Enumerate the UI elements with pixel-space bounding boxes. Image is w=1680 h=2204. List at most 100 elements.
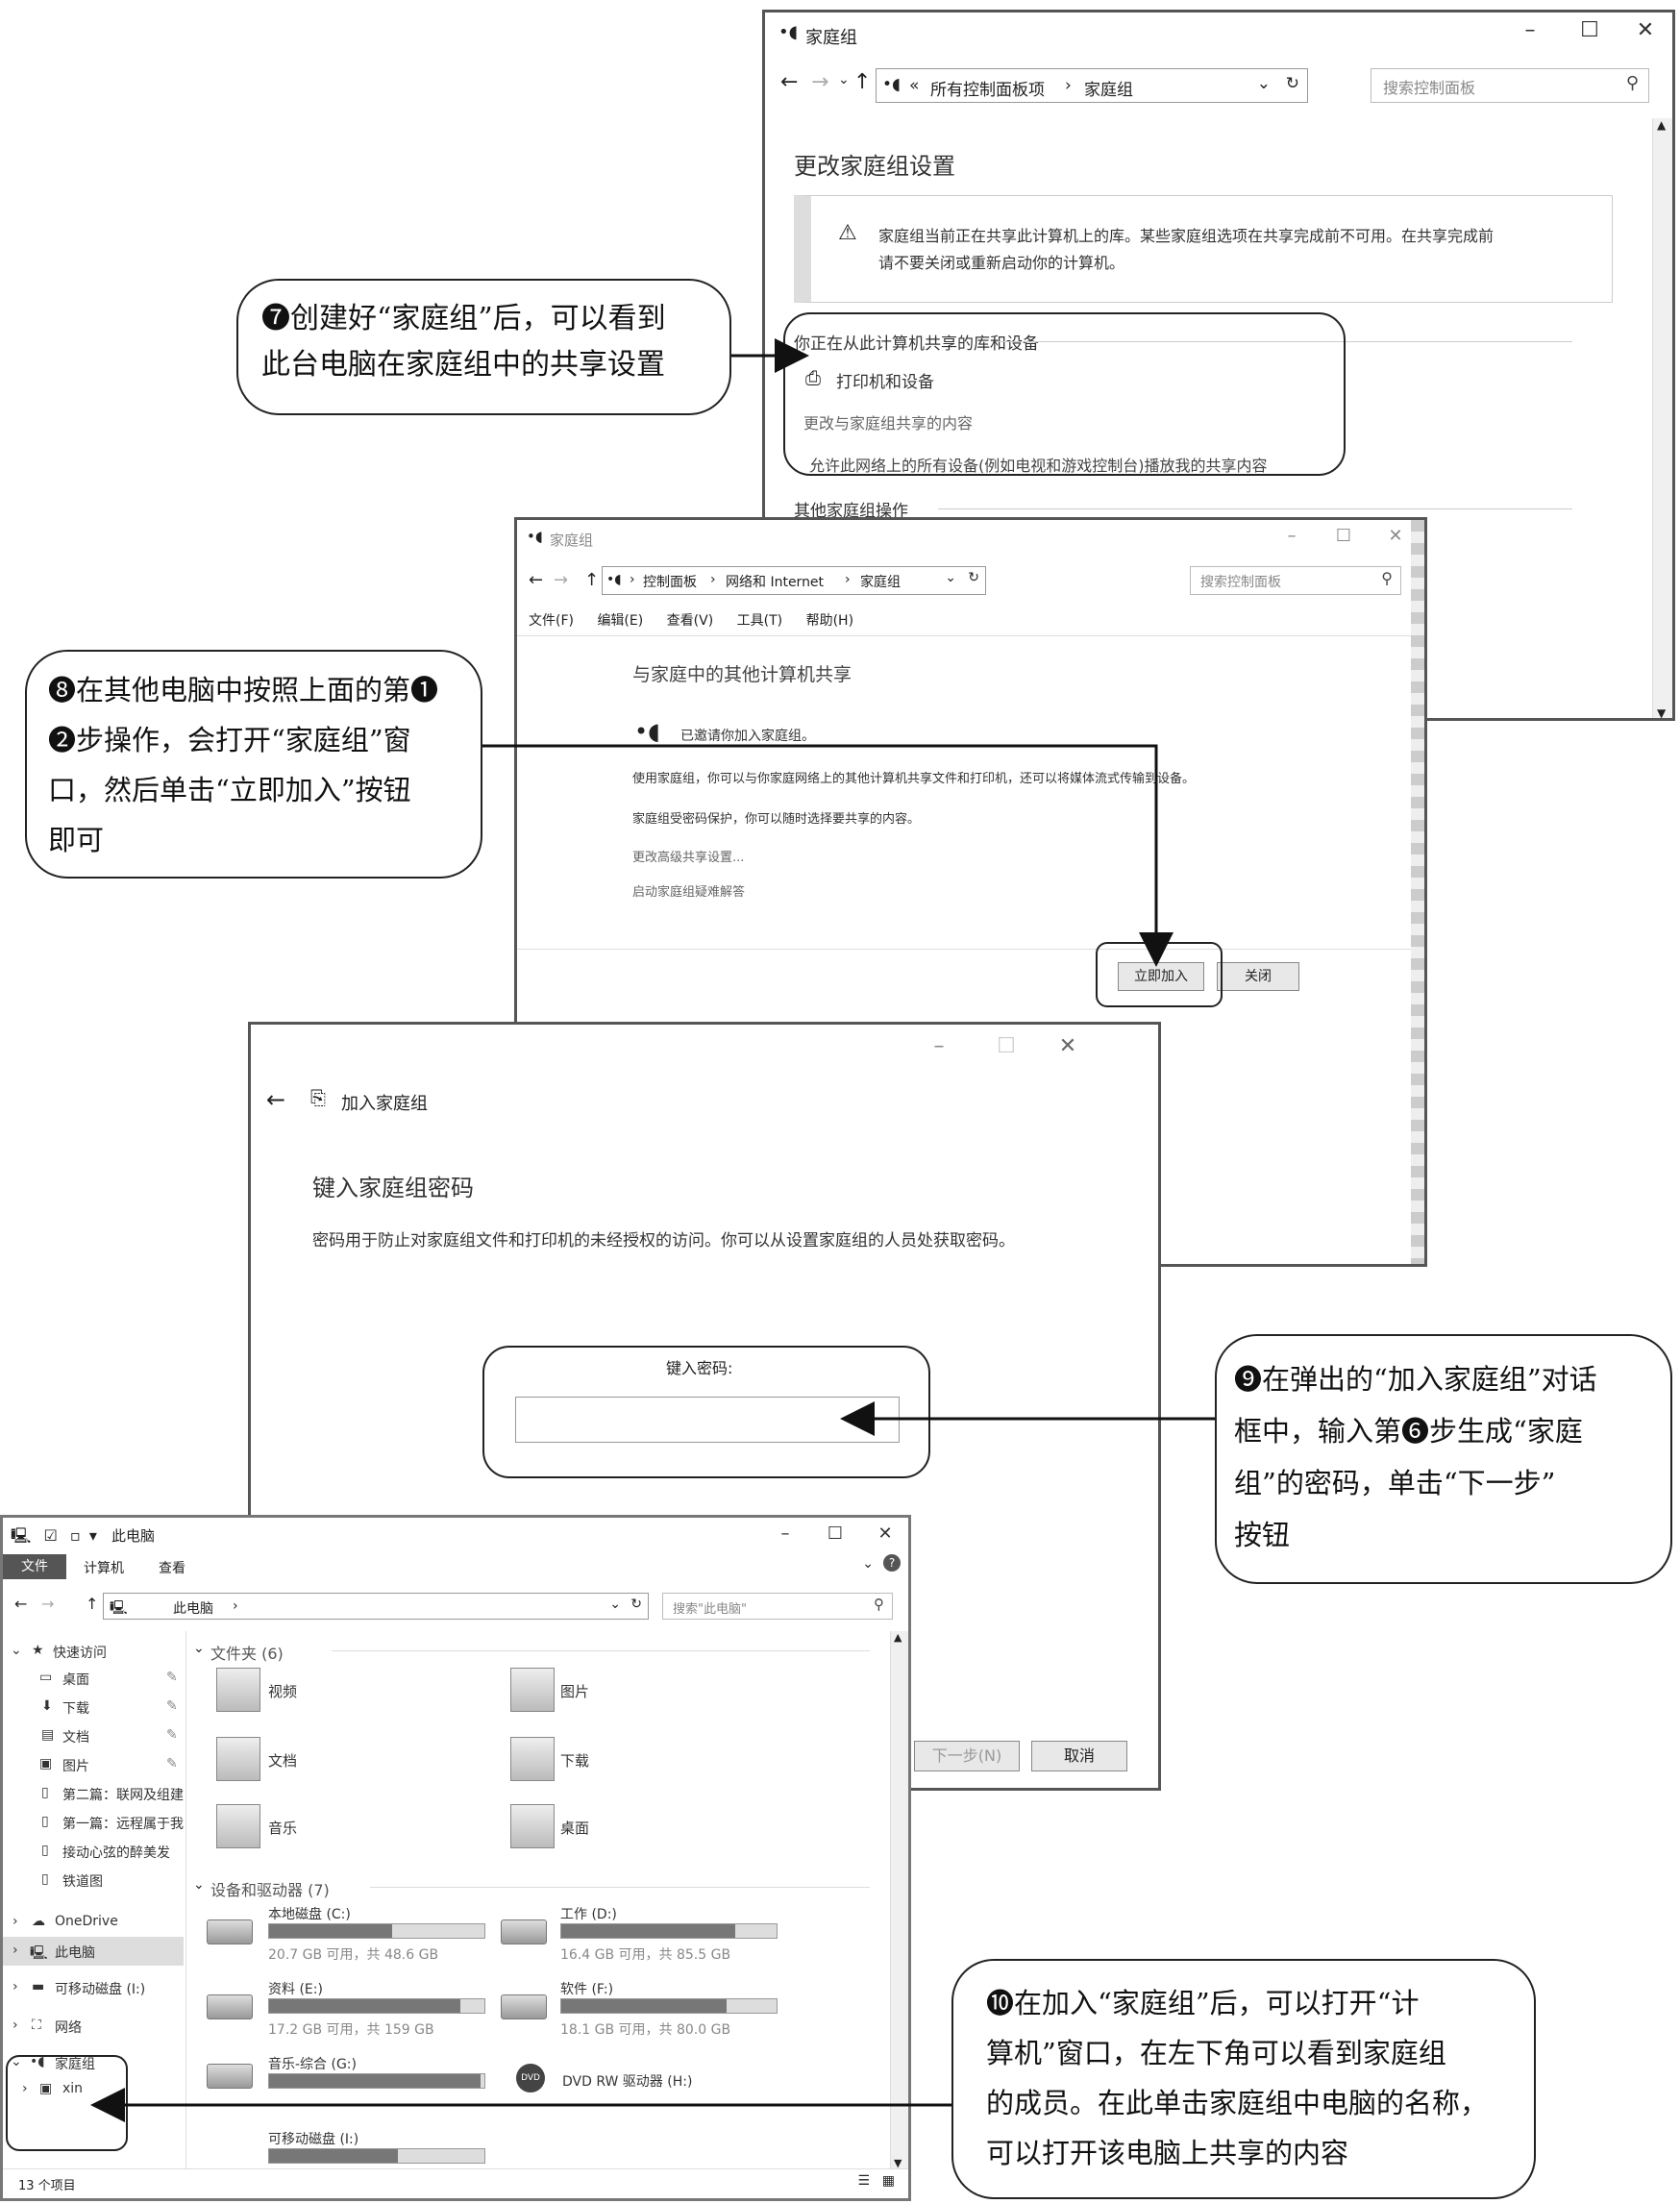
help-icon[interactable]: ? (883, 1554, 901, 1572)
hard-drive-icon[interactable] (501, 1919, 547, 1944)
up-arrow-icon[interactable]: ↑ (853, 70, 872, 94)
chevron-down-icon[interactable]: ⌄ (945, 570, 956, 585)
sidebar-item-homegroup[interactable]: 家庭组 (55, 2057, 95, 2072)
refresh-icon[interactable]: ↻ (1285, 74, 1299, 93)
search-input[interactable]: 搜索控制面板 ⚲ (1190, 566, 1401, 595)
chevron-down-icon[interactable]: ▾ (88, 1526, 97, 1545)
maximize-button[interactable]: ☐ (997, 1034, 1016, 1058)
printers-link[interactable]: 打印机和设备 (836, 373, 934, 392)
scroll-down-icon[interactable]: ▼ (1657, 706, 1667, 720)
expand-icon[interactable]: › (12, 1914, 18, 1929)
troubleshoot-link[interactable]: 启动家庭组疑难解答 (632, 885, 746, 900)
download-folder-icon[interactable] (510, 1737, 555, 1781)
document-folder-icon[interactable] (216, 1737, 260, 1781)
breadcrumb-item[interactable]: 家庭组 (1084, 81, 1133, 100)
ribbon-tab-computer[interactable]: 计算机 (84, 1561, 124, 1576)
password-input[interactable] (515, 1397, 900, 1443)
sidebar-item-network[interactable]: 网络 (55, 2020, 82, 2036)
breadcrumb-item[interactable]: 家庭组 (860, 575, 901, 590)
back-arrow-icon[interactable]: ← (780, 70, 799, 94)
expand-icon[interactable]: › (12, 2018, 18, 2033)
hard-drive-icon[interactable] (207, 2064, 253, 2089)
expand-icon[interactable]: › (22, 2081, 28, 2096)
cancel-button[interactable]: 取消 (1031, 1741, 1127, 1771)
up-arrow-icon[interactable]: ↑ (584, 570, 600, 590)
scrollbar[interactable]: ▲ ▼ (890, 1631, 908, 2169)
music-folder-icon[interactable] (216, 1804, 260, 1848)
sidebar-item-onedrive[interactable]: OneDrive (55, 1914, 118, 1929)
new-folder-icon[interactable]: ▫ (69, 1526, 81, 1545)
breadcrumb-item[interactable]: 网络和 Internet (726, 575, 825, 590)
dvd-icon[interactable]: DVD (516, 2064, 545, 2093)
menu-item-tools[interactable]: 工具(T) (736, 613, 783, 629)
folder-music[interactable]: 音乐 (268, 1820, 298, 1837)
address-bar[interactable]: •◖ « 所有控制面板项 › 家庭组 ⌄ ↻ (876, 68, 1308, 103)
forward-arrow-icon[interactable]: → (554, 570, 569, 590)
properties-icon[interactable]: ☑ (43, 1526, 58, 1545)
chevron-down-icon[interactable]: ⌄ (1256, 74, 1271, 93)
collapse-icon[interactable]: ⌄ (193, 1641, 205, 1656)
minimize-button[interactable]: – (1524, 18, 1536, 42)
back-arrow-icon[interactable]: ← (529, 570, 544, 590)
address-bar[interactable]: 🖳 此电脑 › ⌄ ↻ (103, 1593, 649, 1620)
menu-item-help[interactable]: 帮助(H) (805, 613, 854, 629)
pin-icon[interactable]: ✎ (166, 1727, 178, 1743)
close-button[interactable]: ✕ (1058, 1034, 1077, 1058)
expand-icon[interactable]: ⌄ (11, 1643, 22, 1658)
folder-pictures[interactable]: 图片 (560, 1683, 590, 1700)
close-button[interactable]: ✕ (1388, 526, 1403, 546)
sidebar-item-folder[interactable]: 第一篇：远程属于我 (62, 1817, 184, 1832)
sidebar-item-removable-disk[interactable]: 可移动磁盘 (I:) (55, 1982, 146, 1997)
ribbon-tab-file[interactable]: 文件 (3, 1554, 66, 1579)
hard-drive-icon[interactable] (501, 1994, 547, 2019)
sidebar-item-pictures[interactable]: 图片 (62, 1759, 89, 1774)
allow-devices-link[interactable]: 允许此网络上的所有设备(例如电视和游戏控制台)播放我的共享内容 (809, 457, 1268, 475)
scroll-up-icon[interactable]: ▲ (1657, 118, 1667, 132)
sidebar-item-folder[interactable]: 接动心弦的醉美发 (62, 1845, 170, 1861)
pin-icon[interactable]: ✎ (166, 1670, 178, 1685)
breadcrumb-item[interactable]: 控制面板 (643, 575, 697, 590)
change-shared-link[interactable]: 更改与家庭组共享的内容 (803, 414, 974, 433)
scroll-up-icon[interactable]: ▲ (894, 1631, 902, 1644)
back-arrow-icon[interactable]: ← (14, 1595, 28, 1613)
sidebar-item-folder[interactable]: 第二篇：联网及组建 (62, 1788, 184, 1803)
pin-icon[interactable]: ✎ (166, 1698, 178, 1714)
expand-ribbon-icon[interactable]: ⌄ (862, 1556, 874, 1572)
windows-drive-icon[interactable] (207, 1919, 253, 1944)
up-arrow-icon[interactable]: ↑ (86, 1595, 99, 1613)
drive-name[interactable]: 可移动磁盘 (I:) (268, 2132, 359, 2147)
minimize-button[interactable]: – (780, 1523, 790, 1544)
minimize-button[interactable]: – (933, 1034, 945, 1058)
chevron-down-icon[interactable]: ⌄ (609, 1597, 621, 1612)
pin-icon[interactable]: ✎ (166, 1756, 178, 1771)
details-view-icon[interactable]: ☰ (857, 2173, 870, 2189)
sidebar-item-quick-access[interactable]: 快速访问 (53, 1646, 107, 1661)
folder-documents[interactable]: 文档 (268, 1752, 298, 1770)
hard-drive-icon[interactable] (207, 1994, 253, 2019)
desktop-folder-icon[interactable] (510, 1804, 555, 1848)
drive-name[interactable]: 音乐-综合 (G:) (268, 2057, 357, 2072)
refresh-icon[interactable]: ↻ (968, 570, 979, 585)
drive-name[interactable]: 工作 (D:) (560, 1907, 617, 1922)
maximize-button[interactable]: ☐ (1580, 18, 1599, 42)
close-button[interactable]: ✕ (877, 1523, 893, 1544)
sidebar-item-folder[interactable]: 铁道图 (62, 1874, 103, 1890)
breadcrumb-item[interactable]: 所有控制面板项 (930, 81, 1045, 100)
search-input[interactable]: 搜索"此电脑" ⚲ (662, 1593, 893, 1620)
homegroup-member[interactable]: xin (62, 2081, 84, 2096)
video-folder-icon[interactable] (216, 1668, 260, 1712)
address-bar[interactable]: •◖ › 控制面板 › 网络和 Internet › 家庭组 ⌄ ↻ (602, 566, 986, 595)
drive-name[interactable]: 本地磁盘 (C:) (268, 1907, 351, 1922)
next-button[interactable]: 下一步(N) (914, 1741, 1020, 1771)
maximize-button[interactable]: ☐ (827, 1523, 844, 1544)
forward-arrow-icon[interactable]: → (41, 1595, 55, 1613)
refresh-icon[interactable]: ↻ (630, 1597, 642, 1612)
menu-item-edit[interactable]: 编辑(E) (597, 613, 644, 629)
drive-name[interactable]: 资料 (E:) (268, 1982, 323, 1997)
drive-name[interactable]: DVD RW 驱动器 (H:) (562, 2074, 693, 2090)
folder-downloads[interactable]: 下载 (560, 1752, 590, 1770)
breadcrumb-item[interactable]: 此电脑 (173, 1601, 213, 1617)
menu-item-file[interactable]: 文件(F) (529, 613, 574, 629)
advanced-sharing-link[interactable]: 更改高级共享设置... (632, 851, 745, 865)
drive-name[interactable]: 软件 (F:) (560, 1982, 614, 1997)
